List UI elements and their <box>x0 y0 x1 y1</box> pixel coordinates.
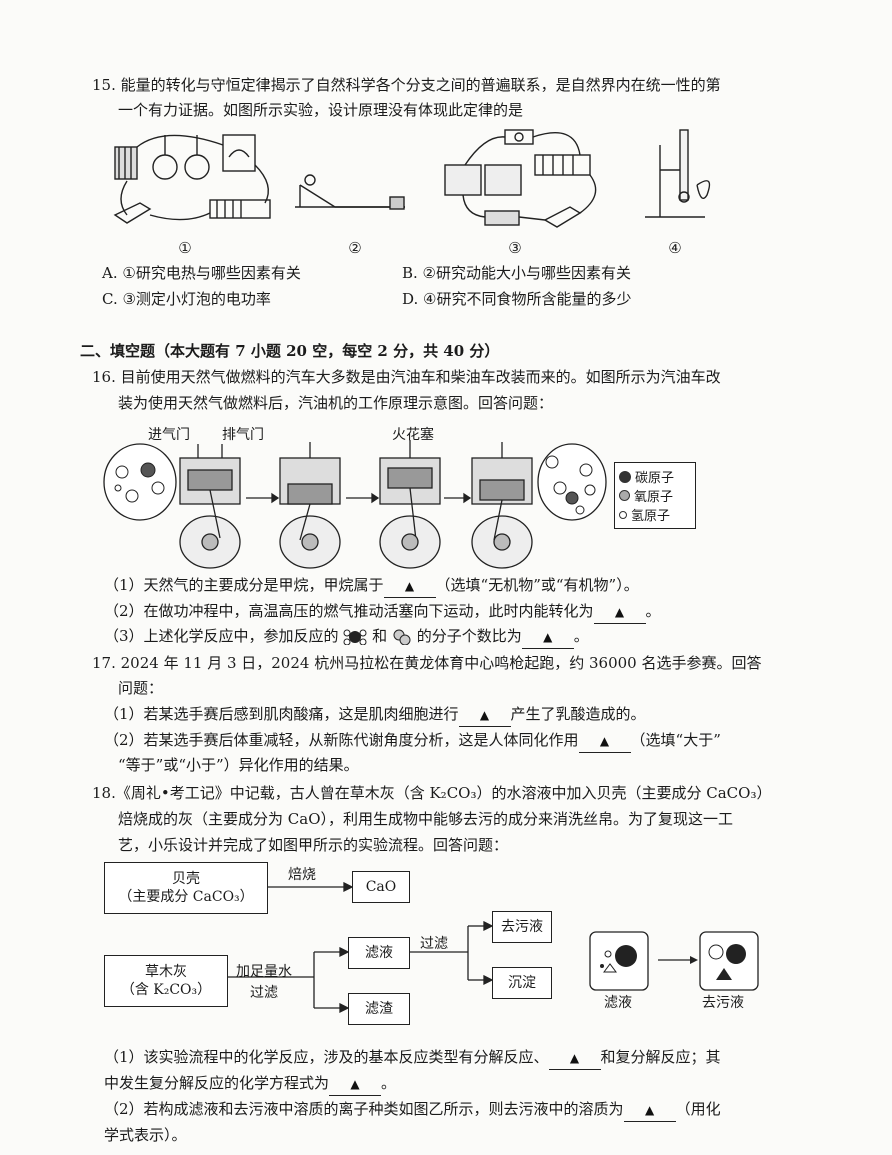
figure-label-4: ④ <box>668 239 681 257</box>
hydrogen-atom-icon <box>619 510 627 519</box>
precipitate-box: 沉淀 <box>492 967 552 999</box>
cao-box: CaO <box>352 871 410 903</box>
methane-molecule-icon <box>343 629 367 646</box>
figure-food-energy <box>645 129 711 218</box>
q15-experiment-figures: ① ② ③ <box>113 129 711 257</box>
plant-ash-box: 草木灰（含 K₂CO₃） <box>104 955 228 1007</box>
answer-blank-mark: ▲ <box>543 630 553 644</box>
q18-part2-cont: 学式表示）。 <box>104 1126 187 1144</box>
filter-label-1: 过滤 <box>250 985 278 1001</box>
q16-part3: （3）上述化学反应中，参加反应的 和 的分子个数比为▲。 <box>104 625 589 649</box>
intake-valve-label: 进气门 <box>148 427 190 443</box>
q18-part1-cont: 中发生复分解反应的化学方程式为▲。 <box>104 1072 396 1096</box>
oxygen-atom-icon <box>619 490 630 501</box>
flowchart-connectors <box>226 881 494 1014</box>
q18-line2: 焙烧成的灰（主要成分为 CaO），利用生成物中能够去污的成分来消洗丝帛。为了复现… <box>118 810 733 828</box>
filtrate-box: 滤液 <box>348 937 410 969</box>
section-2-title: 二、填空题（本大题有 7 小题 20 空，每空 2 分，共 40 分） <box>80 342 500 360</box>
q17-line2: 问题： <box>118 679 164 697</box>
figure-kinetic-energy <box>295 174 405 210</box>
q15-option-d: D. ④研究不同食物所含能量的多少 <box>402 290 632 308</box>
figure-label-1: ① <box>178 239 191 257</box>
answer-blank-mark: ▲ <box>599 734 610 748</box>
q15-option-a: A. ①研究电热与哪些因素有关 <box>102 264 301 282</box>
figure-label-3: ③ <box>508 239 521 257</box>
residue-box: 滤渣 <box>348 993 410 1025</box>
roast-label: 焙烧 <box>288 867 316 883</box>
legend-hydrogen: 氢原子 <box>619 505 691 524</box>
q16-part1: （1）天然气的主要成分是甲烷，甲烷属于▲（选填“无机物”或“有机物”）。 <box>104 574 639 598</box>
q17-part1: （1）若某选手赛后感到肌肉酸痛，这是肌肉细胞进行▲产生了乳酸造成的。 <box>104 703 646 727</box>
q15-option-b: B. ②研究动能大小与哪些因素有关 <box>402 264 632 282</box>
q15-line2: 一个有力证据。如图所示实验，设计原理没有体现此定律的是 <box>118 101 524 119</box>
answer-blank-mark: ▲ <box>350 1077 360 1091</box>
q17-line1: 17. 2024 年 11 月 3 日，2024 杭州马拉松在黄龙体育中心鸣枪起… <box>92 654 762 672</box>
q18-line1: 18.《周礼•考工记》中记载，古人曾在草木灰（含 K₂CO₃）的水溶液中加入贝壳… <box>92 784 772 802</box>
carbon-atom-icon <box>619 470 631 483</box>
legend-oxygen: 氧原子 <box>619 486 691 505</box>
q17-part2: （2）若某选手赛后体重减轻，从新陈代谢角度分析，这是人体同化作用▲（选填“大于” <box>104 729 721 753</box>
oxygen-molecule-icon <box>393 629 411 646</box>
cleaner-liquid-box: 去污液 <box>492 911 552 943</box>
q16-line1: 16. 目前使用天然气做燃料的汽车大多数是由汽油车和柴油车改装而来的。如图所示为… <box>92 368 721 386</box>
figure-label-2: ② <box>348 239 361 257</box>
q18-part2: （2）若构成滤液和去污液中溶质的离子种类如图乙所示，则去污液中的溶质为▲（用化 <box>104 1098 721 1122</box>
ion-label-cleaner: 去污液 <box>702 995 744 1011</box>
exhaust-valve-label: 排气门 <box>222 427 264 443</box>
legend-carbon: 碳原子 <box>619 467 691 486</box>
answer-blank-mark: ▲ <box>569 1051 580 1065</box>
q17-part2-cont: “等于”或“小于”）异化作用的结果。 <box>118 756 359 774</box>
q16-part2: （2）在做功冲程中，高温高压的燃气推动活塞向下运动，此时内能转化为▲。 <box>104 600 661 624</box>
answer-blank-mark: ▲ <box>644 1103 655 1117</box>
answer-blank-mark: ▲ <box>404 579 415 593</box>
spark-plug-label: 火花塞 <box>392 427 434 443</box>
ion-comparison-figure <box>589 931 759 991</box>
figure-lamp-power <box>444 129 597 228</box>
q18-part1: （1）该实验流程中的化学反应，涉及的基本反应类型有分解反应、▲和复分解反应；其 <box>104 1046 721 1070</box>
answer-blank-mark: ▲ <box>479 708 490 722</box>
q16-line2: 装为使用天然气做燃料后，汽油机的工作原理示意图。回答问题： <box>118 394 554 412</box>
add-water-label: 加足量水 <box>236 964 292 980</box>
figure-electric-heat <box>113 134 271 224</box>
atom-legend: 碳原子 氧原子 氢原子 <box>614 462 696 529</box>
ion-label-filtrate: 滤液 <box>604 995 632 1011</box>
q15-option-c: C. ③测定小灯泡的电功率 <box>102 290 271 308</box>
engine-strokes-diagram <box>103 440 607 569</box>
q15-line1: 15. 能量的转化与守恒定律揭示了自然科学各个分支之间的普遍联系，是自然界内在统… <box>92 76 721 94</box>
q18-line3: 艺，小乐设计并完成了如图甲所示的实验流程。回答问题： <box>118 836 509 854</box>
answer-blank-mark: ▲ <box>614 605 625 619</box>
filter-label-2: 过滤 <box>420 936 448 952</box>
shell-box: 贝壳（主要成分 CaCO₃） <box>104 862 268 914</box>
